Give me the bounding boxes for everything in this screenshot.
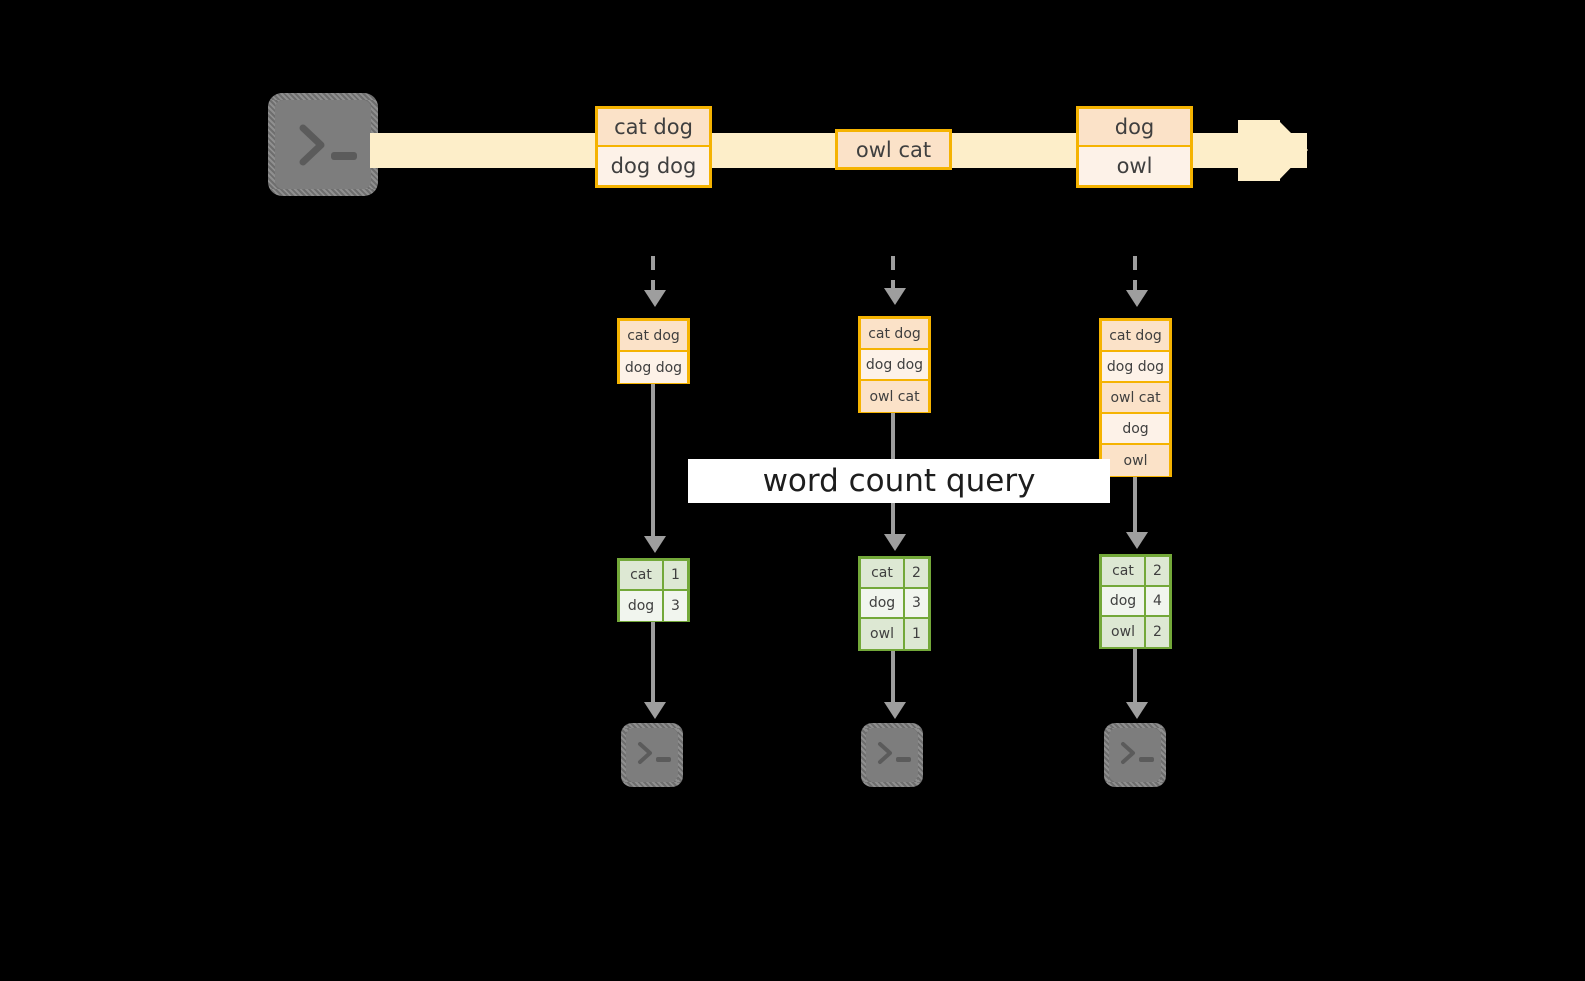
result-count: 1 xyxy=(664,561,687,589)
event-stream-arrow-shaft-wide xyxy=(1238,120,1280,181)
snapshot-1-tap-arrowhead xyxy=(644,290,666,307)
stream-record: dog xyxy=(1079,109,1190,147)
stream-group-1: cat dog dog dog xyxy=(595,106,712,188)
snapshot-input-row: dog dog xyxy=(620,352,687,383)
stream-record: dog dog xyxy=(598,147,709,185)
terminal-prompt-glyph xyxy=(275,100,371,189)
stream-record: owl xyxy=(1079,147,1190,185)
stream-record: cat dog xyxy=(598,109,709,147)
terminal-prompt-glyph xyxy=(626,728,678,782)
snapshot-2-sink-arrowhead xyxy=(884,702,906,719)
result-count: 1 xyxy=(905,619,928,649)
source-terminal-icon xyxy=(268,93,378,196)
result-row: owl 1 xyxy=(861,619,928,649)
snapshot-2-sink-line xyxy=(891,651,895,702)
result-count: 2 xyxy=(1146,617,1169,647)
snapshot-3-input-table: cat dog dog dog owl cat dog owl xyxy=(1099,318,1172,477)
snapshot-3-query-line xyxy=(1133,477,1137,532)
terminal-screen xyxy=(866,728,918,782)
snapshot-input-row: cat dog xyxy=(1102,321,1169,352)
result-count: 2 xyxy=(905,559,928,587)
snapshot-2-result-table: cat 2 dog 3 owl 1 xyxy=(858,556,931,651)
result-row: dog 4 xyxy=(1102,587,1169,617)
terminal-prompt-glyph xyxy=(866,728,918,782)
result-word: cat xyxy=(861,559,905,587)
terminal-prompt-glyph xyxy=(1109,728,1161,782)
result-row: dog 3 xyxy=(861,589,928,619)
terminal-screen xyxy=(1109,728,1161,782)
terminal-screen xyxy=(626,728,678,782)
snapshot-2-tap-line xyxy=(891,256,895,288)
snapshot-3-tap-arrowhead xyxy=(1126,290,1148,307)
result-word: cat xyxy=(620,561,664,589)
snapshot-1-sink-terminal-icon xyxy=(621,723,683,787)
snapshot-3-result-table: cat 2 dog 4 owl 2 xyxy=(1099,554,1172,649)
snapshot-input-row: owl cat xyxy=(861,381,928,412)
result-word: dog xyxy=(1102,587,1146,615)
snapshot-1-input-table: cat dog dog dog xyxy=(617,318,690,384)
stream-group-3: dog owl xyxy=(1076,106,1193,188)
event-stream-arrowhead xyxy=(1278,120,1308,181)
snapshot-input-row: owl xyxy=(1102,445,1169,476)
snapshot-3-query-arrowhead xyxy=(1126,532,1148,549)
result-word: owl xyxy=(861,619,905,649)
result-row: owl 2 xyxy=(1102,617,1169,647)
snapshot-3-tap-line xyxy=(1133,256,1137,290)
stream-group-2: owl cat xyxy=(835,129,952,170)
snapshot-2-query-arrowhead xyxy=(884,534,906,551)
snapshot-2-sink-terminal-icon xyxy=(861,723,923,787)
snapshot-input-row: dog xyxy=(1102,414,1169,445)
snapshot-3-sink-terminal-icon xyxy=(1104,723,1166,787)
result-count: 3 xyxy=(664,591,687,621)
result-row: cat 1 xyxy=(620,561,687,591)
result-word: cat xyxy=(1102,557,1146,585)
snapshot-input-row: dog dog xyxy=(861,350,928,381)
snapshot-input-row: owl cat xyxy=(1102,383,1169,414)
snapshot-1-sink-line xyxy=(651,622,655,702)
snapshot-input-row: dog dog xyxy=(1102,352,1169,383)
snapshot-1-query-arrowhead xyxy=(644,536,666,553)
result-count: 4 xyxy=(1146,587,1169,615)
result-word: owl xyxy=(1102,617,1146,647)
result-row: cat 2 xyxy=(1102,557,1169,587)
snapshot-3-sink-arrowhead xyxy=(1126,702,1148,719)
snapshot-1-sink-arrowhead xyxy=(644,702,666,719)
result-count: 2 xyxy=(1146,557,1169,585)
stream-record: owl cat xyxy=(838,132,949,167)
query-label-band: word count query xyxy=(688,459,1110,503)
snapshot-1-result-table: cat 1 dog 3 xyxy=(617,558,690,622)
snapshot-2-input-table: cat dog dog dog owl cat xyxy=(858,316,931,413)
snapshot-1-tap-line xyxy=(651,256,655,290)
result-word: dog xyxy=(620,591,664,621)
result-word: dog xyxy=(861,589,905,617)
snapshot-2-tap-arrowhead xyxy=(884,288,906,305)
snapshot-input-row: cat dog xyxy=(861,319,928,350)
result-row: dog 3 xyxy=(620,591,687,621)
snapshot-1-query-line xyxy=(651,384,655,536)
snapshot-3-sink-line xyxy=(1133,649,1137,702)
result-row: cat 2 xyxy=(861,559,928,589)
snapshot-input-row: cat dog xyxy=(620,321,687,352)
result-count: 3 xyxy=(905,589,928,617)
